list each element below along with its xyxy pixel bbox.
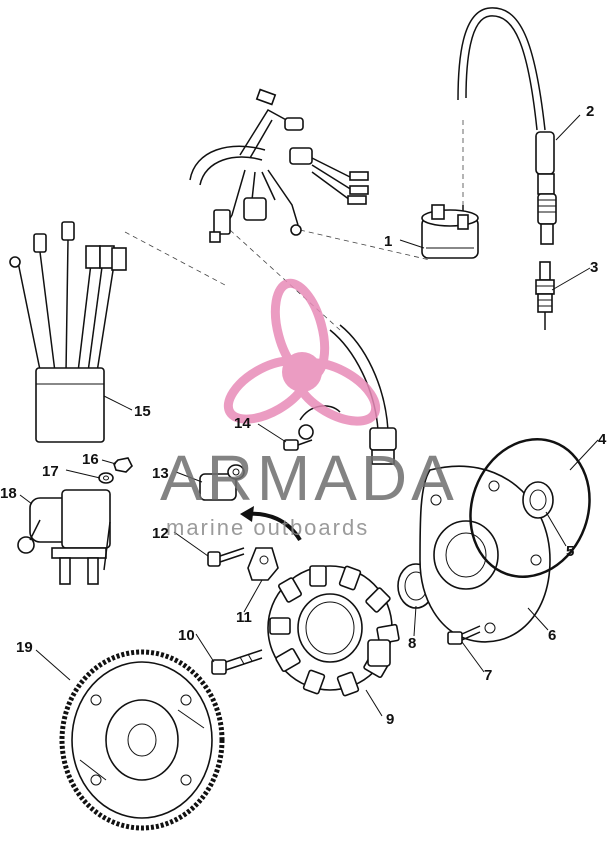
part-10-bolt (211, 649, 263, 675)
callout-13: 13 (152, 465, 169, 482)
watermark-brand: ARMADA (160, 442, 458, 514)
part-15-cdi-unit (9, 221, 127, 443)
callout-18: 18 (0, 485, 17, 502)
callout-3: 3 (590, 259, 598, 276)
part-7-bolt (447, 625, 481, 645)
callout-15: 15 (134, 403, 151, 420)
callout-14: 14 (234, 415, 251, 432)
part-16-nut (113, 457, 133, 473)
part-19-flywheel (59, 649, 225, 831)
callout-10: 10 (178, 627, 195, 644)
callout-labels: 1 2 3 4 5 6 7 8 9 10 11 12 13 14 15 16 1… (0, 103, 607, 728)
callout-11: 11 (236, 609, 252, 626)
part-12-screw (207, 547, 245, 567)
part-4-oring (469, 438, 591, 578)
part-17-washer (98, 472, 114, 484)
callout-4: 4 (598, 431, 607, 448)
callout-19: 19 (16, 639, 33, 656)
part-2-plug-lead (457, 7, 557, 245)
assembly-arrow (240, 506, 302, 542)
callout-8: 8 (408, 635, 416, 652)
callout-9: 9 (386, 711, 394, 728)
watermark-tagline: marine outboards (166, 515, 369, 540)
callout-17: 17 (42, 463, 59, 480)
callout-1: 1 (384, 233, 392, 250)
part-11-clamp (247, 547, 279, 581)
part-1-ignition-coil (421, 204, 479, 259)
callout-6: 6 (548, 627, 556, 644)
part-5-bearing (522, 481, 554, 519)
part-18-solenoid (17, 489, 111, 585)
callout-2: 2 (586, 103, 594, 120)
leader-lines (19, 114, 599, 717)
callout-5: 5 (566, 543, 574, 560)
callout-16: 16 (82, 451, 99, 468)
main-wiring-harness (189, 88, 369, 243)
propeller-logo-icon (223, 278, 381, 426)
part-3-spark-plug (535, 261, 555, 330)
part-9-stator (267, 565, 400, 697)
part-6-housing (419, 465, 551, 643)
callout-12: 12 (152, 525, 169, 542)
watermark: ARMADA marine outboards (160, 278, 458, 540)
part-13-pulser (199, 464, 245, 501)
callout-7: 7 (484, 667, 492, 684)
